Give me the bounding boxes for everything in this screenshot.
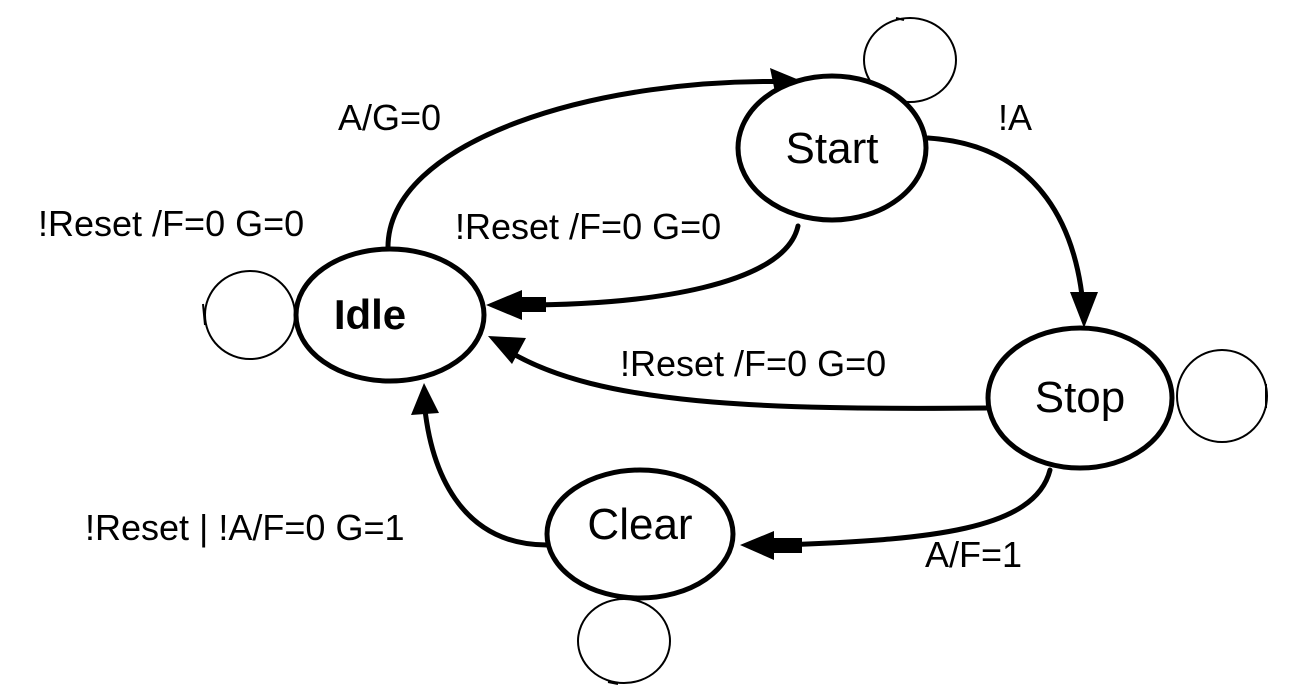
label-stop-to-idle: !Reset /F=0 G=0	[620, 343, 886, 384]
state-start: Start	[735, 73, 929, 223]
state-clear: Clear	[544, 467, 736, 601]
state-idle: Idle	[293, 246, 487, 384]
label-stop-to-clear: A/F=1	[925, 534, 1022, 575]
edge-start-to-idle	[517, 223, 801, 308]
self-loop-clear-tick	[607, 681, 619, 685]
arrowhead-stop-to-idle	[488, 336, 526, 364]
edge-idle-to-start	[385, 78, 803, 253]
label-start-to-stop: !A	[998, 97, 1032, 138]
state-stop-label: Stop	[1035, 373, 1126, 422]
state-clear-label: Clear	[587, 500, 692, 549]
self-loop-start	[863, 17, 957, 103]
label-idle-to-start: A/G=0	[338, 97, 441, 138]
arrowhead-start-to-idle	[486, 290, 522, 320]
state-idle-label: Idle	[334, 291, 406, 338]
edge-stop-to-idle	[507, 349, 991, 411]
edge-clear-to-idle	[421, 397, 550, 548]
state-start-label: Start	[786, 124, 879, 173]
edge-stop-to-clear	[777, 467, 1053, 548]
self-loop-idle-tick	[202, 303, 206, 326]
self-loop-clear	[577, 598, 671, 684]
label-idle-self: !Reset /F=0 G=0	[38, 203, 304, 244]
self-loop-start-tick	[895, 17, 905, 21]
self-loop-idle	[204, 270, 296, 360]
arrowhead-stop-to-clear	[740, 531, 774, 560]
arrowhead-start-to-idle-shaft	[514, 297, 546, 312]
edge-start-to-stop	[925, 135, 1087, 323]
arrowhead-stop-to-clear-shaft	[766, 538, 802, 553]
label-start-to-idle: !Reset /F=0 G=0	[455, 206, 721, 247]
state-stop: Stop	[985, 325, 1175, 471]
arrowhead-start-to-stop	[1070, 292, 1098, 328]
arrowhead-clear-to-idle	[411, 383, 439, 415]
label-clear-to-idle: !Reset | !A/F=0 G=1	[85, 507, 405, 548]
self-loop-stop	[1176, 349, 1268, 443]
